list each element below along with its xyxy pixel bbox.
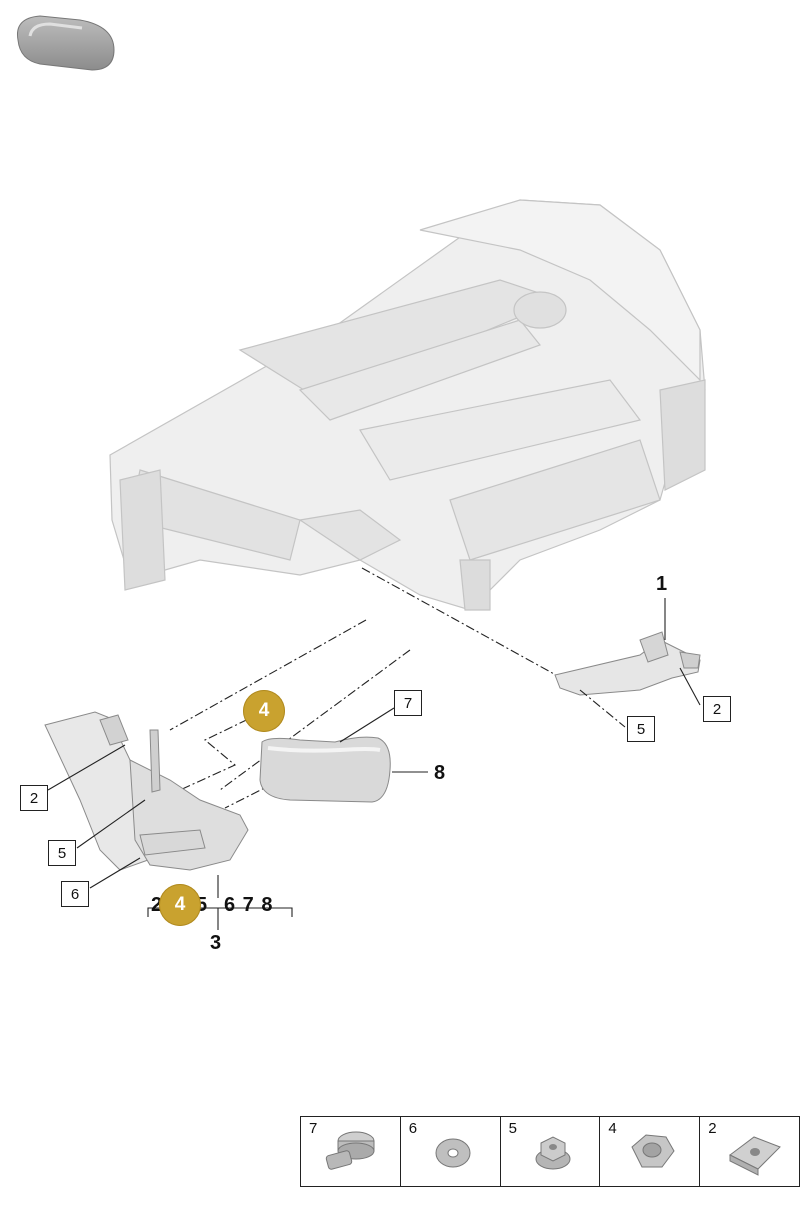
callout-8[interactable]: 8 [434,762,446,784]
hex-nut-icon [631,1134,675,1168]
legend-cell-flange-nut[interactable]: 5 [501,1117,601,1186]
legend-number: 7 [309,1120,318,1137]
heat-shield-part-8 [259,736,391,803]
group-label-after-badge: 5 [196,894,209,916]
group-label-rest: 6 7 8 [224,894,274,916]
bolt-icon [325,1131,375,1170]
callout-3[interactable]: 3 [210,932,222,954]
legend-number: 5 [508,1120,517,1137]
highlight-badge-upper[interactable]: 4 [243,690,285,732]
group-label-first: 2 [151,894,164,916]
legend-cell-washer[interactable]: 6 [401,1117,501,1186]
callout-6-left[interactable]: 6 [61,881,89,907]
legend-cell-clip-nut[interactable]: 2 [700,1117,799,1186]
vehicle-front-frame [109,199,706,611]
clip-nut-icon [729,1136,782,1176]
legend-cell-bolt[interactable]: 7 [301,1117,401,1186]
bracket-assembly-3 [44,711,249,871]
callout-1[interactable]: 1 [656,573,668,595]
legend-number: 6 [408,1120,418,1137]
legend-number: 4 [608,1120,617,1137]
callout-2-left[interactable]: 2 [20,785,48,811]
washer-icon [435,1138,471,1168]
callout-5-left[interactable]: 5 [48,840,76,866]
fastener-legend: 7 6 5 4 2 [300,1116,800,1187]
callout-2-right[interactable]: 2 [703,696,731,722]
legend-number: 2 [708,1120,717,1137]
highlight-badge-lower[interactable]: 4 [159,884,201,926]
legend-cell-hex-nut[interactable]: 4 [600,1117,701,1186]
callout-7[interactable]: 7 [394,690,422,716]
bracket-part-1 [554,631,701,696]
callout-5-right[interactable]: 5 [627,716,655,742]
thumbnail-icon[interactable] [10,10,120,85]
flange-nut-icon [535,1136,571,1170]
